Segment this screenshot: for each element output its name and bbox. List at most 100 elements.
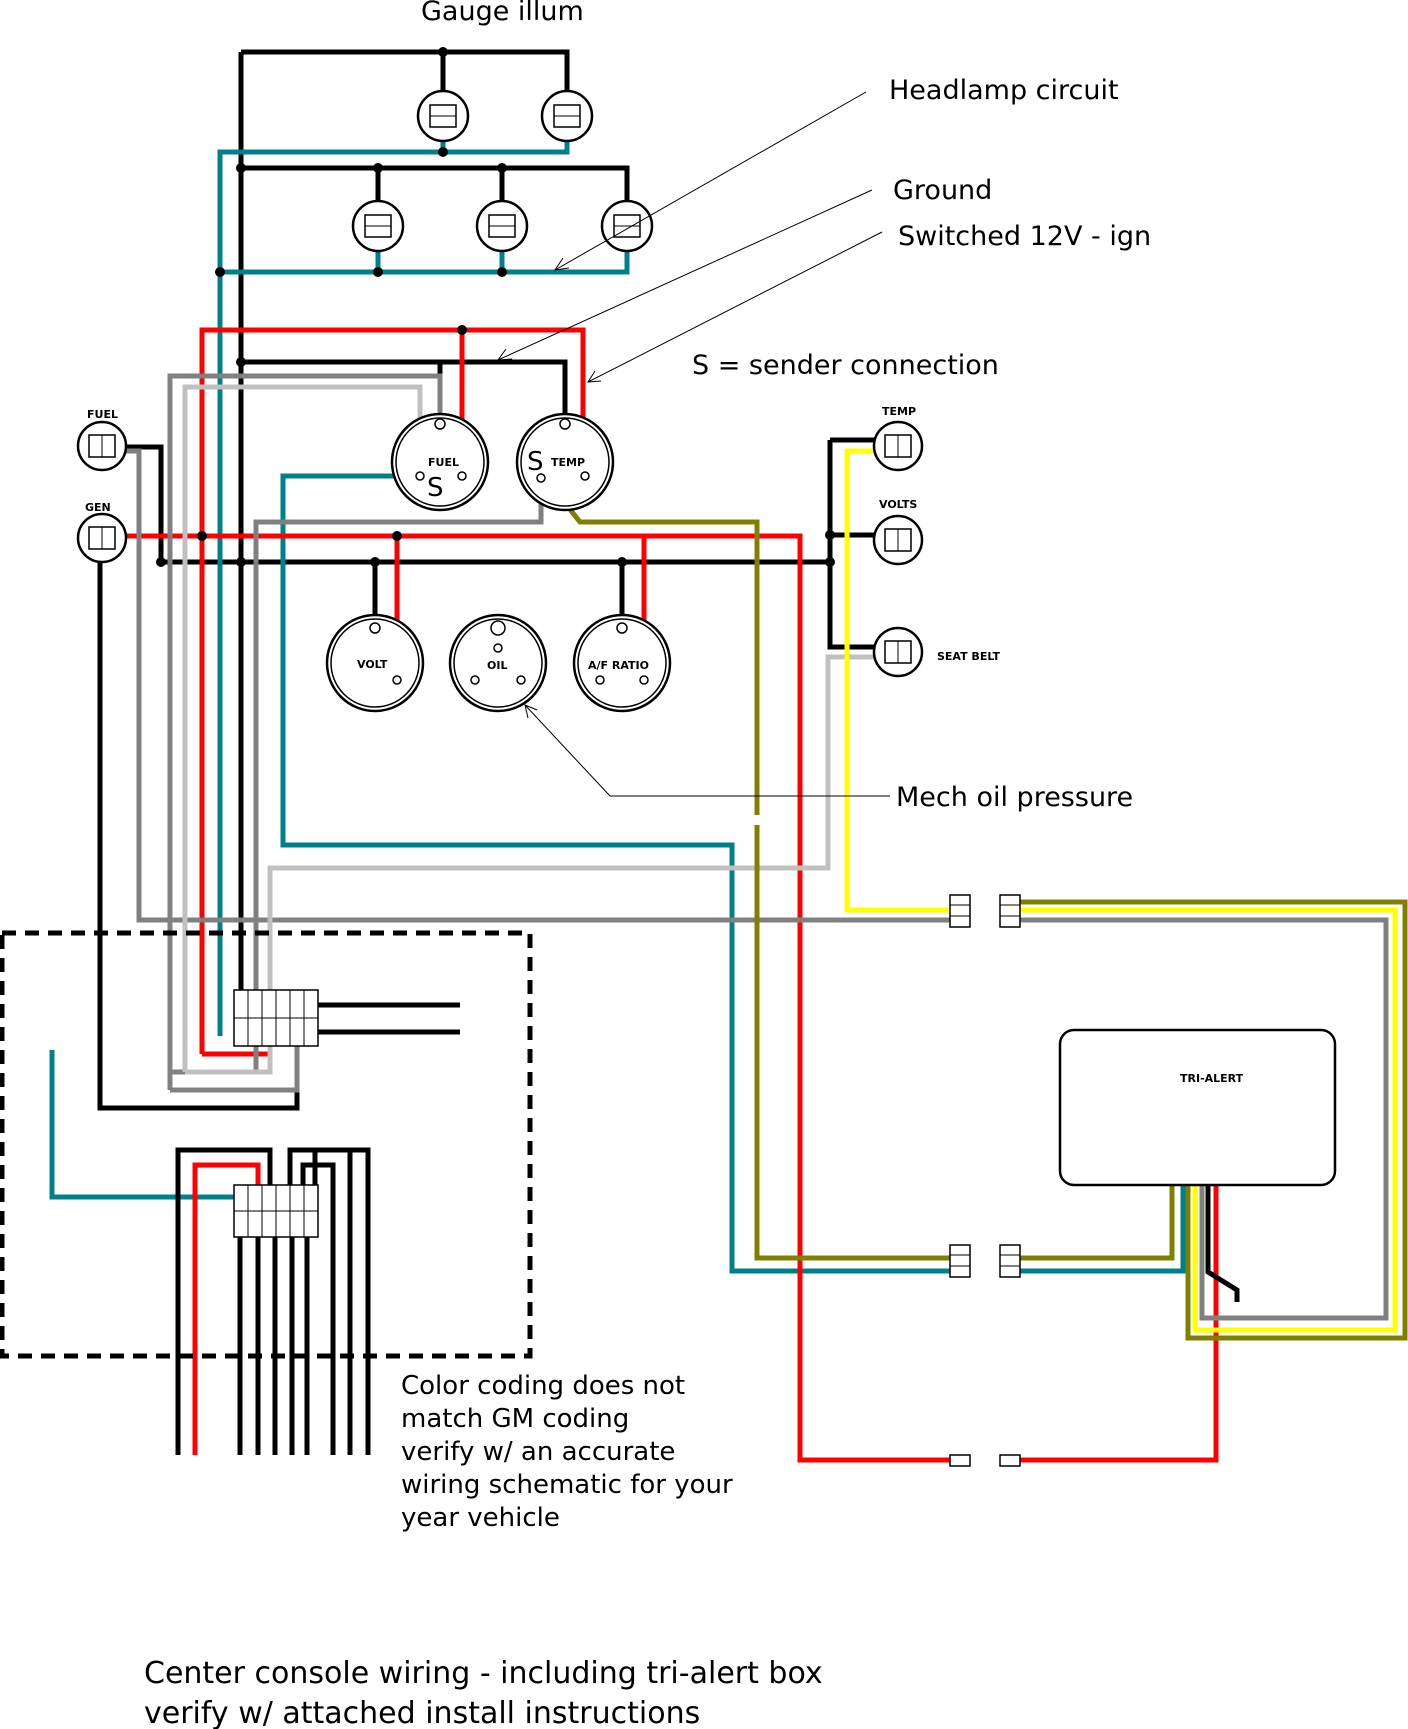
caption-line-2: verify w/ attached install instructions: [144, 1696, 700, 1729]
junction-dot: [236, 163, 246, 173]
gen-12v-wire: [112, 533, 950, 1463]
volt-gauge: VOLT: [325, 613, 425, 713]
junction-dot: [236, 557, 246, 567]
seat-belt-indicator: SEAT BELT: [872, 626, 1001, 678]
gauges: FUEL S TEMP S VOLT OIL: [325, 412, 672, 713]
indicator-lamps: FUEL GEN TEMP VOLTS SEAT BELT: [76, 405, 1001, 678]
note-line-3: verify w/ an accurate: [401, 1437, 675, 1467]
temp-indicator: TEMP: [872, 405, 924, 472]
caption-line-1: Center console wiring - including tri-al…: [144, 1656, 823, 1691]
ground-label: Ground: [893, 175, 992, 206]
illum-bulbs: [351, 89, 654, 253]
tri-alert-olive-top-wire: [1015, 899, 1408, 1341]
junction-dots: [156, 47, 835, 567]
tri-alert-label: TRI-ALERT: [1180, 1072, 1244, 1085]
connectors: [233, 894, 1021, 1467]
fuel-indicator: FUEL: [76, 408, 128, 472]
tri-alert-connector-top-a: [949, 894, 971, 928]
temp-gauge-label: TEMP: [551, 456, 585, 469]
note-line-4: wiring schematic for your: [401, 1470, 733, 1500]
junction-dot: [392, 531, 402, 541]
tri-alert-connector-power-a: [949, 1454, 971, 1467]
junction-dot: [370, 557, 380, 567]
temp-indicator-label: TEMP: [882, 405, 916, 418]
text-labels: Gauge illum Headlamp circuit Ground Swit…: [144, 0, 1151, 1729]
tri-alert-connector-mid-b: [999, 1244, 1021, 1278]
junction-dot: [373, 267, 383, 277]
tri-alert-connector-power-b: [999, 1454, 1021, 1467]
console-connector-lower: [233, 1184, 319, 1238]
wires: [49, 49, 1408, 1463]
fuel-sender-mark: S: [427, 473, 444, 503]
sender-gray-wire: [167, 373, 443, 1090]
junction-dot: [236, 357, 246, 367]
console-gray-link-wire: [170, 1046, 300, 1093]
tri-alert-connector-top-b: [999, 894, 1021, 928]
junction-dot: [497, 163, 507, 173]
tri-alert-ground-wire: [1205, 1186, 1240, 1302]
gauge-illum-top-wire: [241, 49, 570, 96]
sender-connection-label: S = sender connection: [692, 350, 999, 381]
junction-dot: [373, 163, 383, 173]
tri-alert-yellow-wire: [1015, 907, 1398, 1333]
af-ratio-gauge: A/F RATIO: [572, 613, 672, 713]
fuel-gauge: FUEL S: [390, 412, 490, 512]
note-line-1: Color coding does not: [401, 1371, 685, 1401]
junction-dot: [497, 267, 507, 277]
tri-alert-gray-wire: [1015, 917, 1389, 1321]
console-lower-red-wire: [192, 1162, 261, 1455]
console-connector-upper: [233, 989, 319, 1047]
junction-dot: [617, 557, 627, 567]
leader-lines: [496, 91, 890, 797]
switched-12v-label: Switched 12V - ign: [898, 221, 1151, 252]
tri-alert-olive-wire: [1015, 1186, 1175, 1261]
temp-ind-yellow-wire: [844, 448, 950, 913]
volts-indicator-label: VOLTS: [879, 498, 917, 511]
junction-dot: [457, 325, 467, 335]
fuel-gauge-label: FUEL: [428, 456, 459, 469]
note-line-5: year vehicle: [401, 1503, 560, 1533]
console-lower-black-8-wire: [300, 1162, 336, 1455]
temp-gauge-olive-lower-wire: [754, 825, 950, 1261]
headlamp-circuit-label: Headlamp circuit: [889, 75, 1119, 106]
fuel-indicator-label: FUEL: [87, 408, 118, 421]
volts-indicator: VOLTS: [872, 498, 924, 566]
headlamp-bulb: [475, 199, 529, 253]
right-indicator-ground-wire: [827, 440, 875, 650]
gauge-ground-wire: [241, 359, 568, 418]
seat-belt-indicator-label: SEAT BELT: [937, 650, 1001, 663]
gauge-illum-bulb: [540, 89, 594, 143]
console-boundary: [0, 930, 533, 1359]
junction-dot: [825, 530, 835, 540]
headlamp-bulb: [600, 199, 654, 253]
junction-dot: [825, 557, 835, 567]
fuel-ind-gray-wire: [122, 448, 950, 923]
switched-12v-trunk-wire: [199, 327, 586, 1054]
headlamp-teal-wire: [217, 137, 570, 1036]
fuel-gauge-teal-wire: [280, 473, 950, 1274]
note-line-2: match GM coding: [401, 1404, 629, 1434]
oil-gauge-label: OIL: [487, 659, 507, 672]
junction-dot: [156, 557, 166, 567]
headlamp-bulb: [351, 199, 405, 253]
tri-alert-teal-wire: [1015, 1186, 1186, 1274]
seat-belt-lightgray-wire: [185, 654, 885, 1075]
junction-dot: [215, 267, 225, 277]
tri-alert-box: TRI-ALERT: [1058, 1028, 1337, 1187]
volt-gauge-label: VOLT: [357, 658, 388, 671]
fuel-sender-lightgray-wire: [182, 384, 423, 1072]
gen-indicator: GEN: [76, 501, 128, 564]
mech-oil-pressure-label: Mech oil pressure: [896, 782, 1133, 813]
gauge-illum-label: Gauge illum: [421, 0, 584, 27]
headlamp-top-wire: [241, 165, 630, 205]
gauge-illum-bulb: [416, 89, 470, 143]
temp-gauge: TEMP S: [515, 412, 615, 512]
junction-dot: [438, 147, 448, 157]
af-ratio-gauge-label: A/F RATIO: [588, 659, 649, 672]
gen-indicator-label: GEN: [85, 501, 111, 514]
ground-bus-wire: [112, 444, 830, 565]
console-lower-black-1-wire: [175, 1147, 273, 1455]
temp-sender-gray-wire: [170, 478, 544, 1075]
headlamp-teal-bottom-wire: [220, 248, 630, 275]
